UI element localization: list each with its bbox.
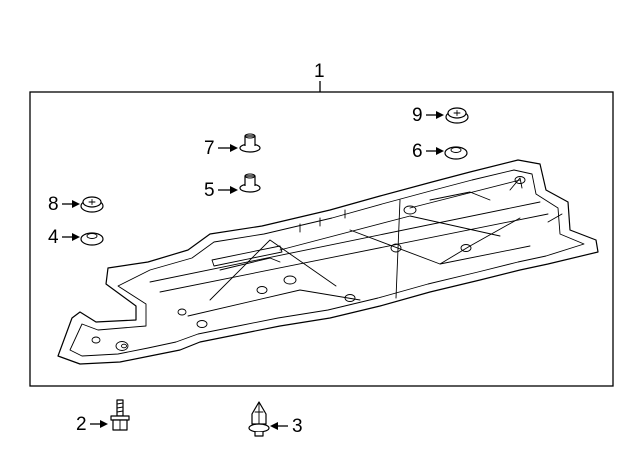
callout-6-label: 6	[412, 141, 423, 162]
callout-4: 4	[48, 227, 104, 248]
nut-icon-7	[239, 133, 261, 153]
clip-icon-9	[445, 107, 469, 124]
bolt-icon-2	[110, 399, 130, 431]
callout-8: 8	[48, 194, 104, 215]
callout-6: 6	[412, 141, 468, 162]
callout-1-label: 1	[314, 61, 325, 82]
callout-5-label: 5	[204, 180, 215, 201]
clip-icon-8	[80, 196, 104, 213]
callout-2-label: 2	[76, 414, 87, 435]
callout-3: 3	[248, 401, 303, 437]
push-clip-icon-3	[248, 401, 270, 437]
callout-1: 1	[314, 61, 325, 92]
nut-icon-4	[80, 232, 104, 246]
nut-icon-6	[444, 146, 468, 160]
callout-7-label: 7	[204, 138, 215, 159]
assembly-frame	[29, 91, 614, 387]
callout-9: 9	[412, 105, 469, 126]
callout-9-label: 9	[412, 105, 423, 126]
callout-8-label: 8	[48, 194, 59, 215]
callout-7: 7	[204, 133, 261, 159]
callout-4-label: 4	[48, 227, 59, 248]
callout-2: 2	[76, 399, 130, 435]
splash-shield-part	[57, 159, 599, 365]
nut-icon-5	[239, 173, 261, 193]
callout-5: 5	[204, 173, 261, 201]
callout-3-label: 3	[292, 416, 303, 437]
